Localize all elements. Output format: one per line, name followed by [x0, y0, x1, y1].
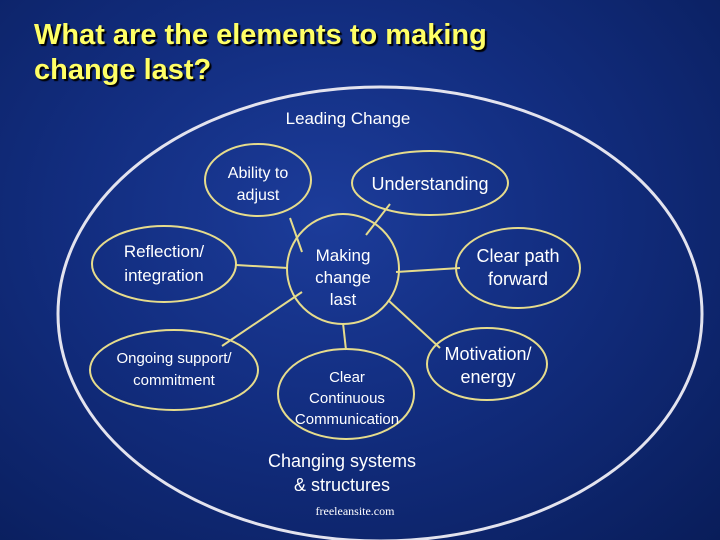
node-clear-path-line-1: Clear path [476, 246, 560, 266]
circle-understanding [351, 150, 509, 216]
circle-motivation [426, 327, 548, 401]
node-clear-path-line-2: forward [487, 269, 549, 289]
node-motivation-label: Motivation/ energy [428, 343, 548, 389]
node-communication-label: Clear Continuous Communication [279, 367, 415, 430]
outer-ellipse [56, 85, 704, 540]
bottom-label-line-1: Changing systems [267, 451, 417, 471]
watermark-text: freeleansite.com [315, 504, 395, 518]
circle-ongoing [89, 329, 259, 411]
node-understanding-line-1: Understanding [371, 174, 489, 194]
node-ongoing-line-1: Ongoing support/ [116, 350, 232, 367]
node-ongoing-label: Ongoing support/ commitment [92, 348, 256, 392]
connector-clear-path [395, 267, 461, 273]
node-ability-line-2: adjust [236, 187, 280, 204]
node-ongoing-line-2: commitment [133, 372, 215, 389]
connector-reflection [235, 264, 289, 269]
node-motivation-line-1: Motivation/ [444, 344, 532, 364]
circle-reflection [91, 225, 237, 303]
connector-ability [289, 217, 303, 253]
connector-ongoing [221, 291, 303, 347]
node-center-line-2: change [315, 268, 371, 287]
node-clear-path-label: Clear path forward [458, 245, 578, 291]
node-center-line-1: Making [315, 246, 371, 265]
node-ability-label: Ability to adjust [206, 163, 310, 207]
bottom-label-line-2: & structures [293, 475, 391, 495]
outer-label: Leading Change [285, 109, 411, 128]
connector-communication [342, 322, 347, 351]
circle-clear-path [455, 227, 581, 309]
node-understanding-label: Understanding [354, 173, 506, 195]
slide-title: What are the elements to making change l… [34, 18, 487, 88]
node-communication-line-1: Clear [329, 369, 365, 386]
node-reflection-line-1: Reflection/ [123, 242, 205, 261]
node-communication-line-3: Communication [294, 411, 400, 428]
title-line-2: change last? [34, 54, 212, 86]
connector-motivation [387, 299, 441, 349]
node-reflection-line-2: integration [124, 266, 204, 285]
circle-center [286, 213, 400, 325]
node-center-line-3: last [329, 290, 357, 309]
circle-ability [204, 143, 312, 217]
node-center-label: Making change last [288, 245, 398, 311]
title-line-1: What are the elements to making [34, 19, 487, 51]
bottom-label: Changing systems & structures [254, 449, 430, 497]
node-communication-line-2: Continuous [309, 390, 385, 407]
node-ability-line-1: Ability to [227, 165, 289, 182]
circle-communication [277, 348, 415, 440]
connector-lines [221, 203, 461, 351]
node-motivation-line-2: energy [460, 367, 516, 387]
node-reflection-label: Reflection/ integration [96, 240, 232, 288]
